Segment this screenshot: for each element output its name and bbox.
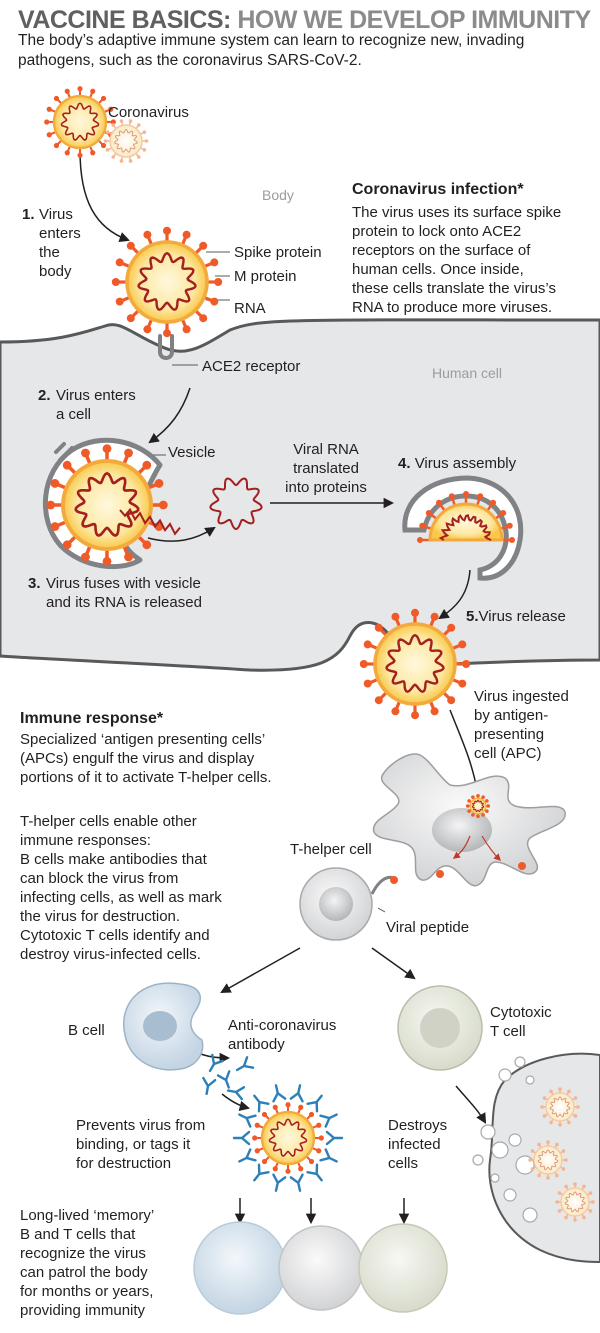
label-ace2-receptor: ACE2 receptor [202, 358, 301, 375]
apc-peptide-arrows [452, 835, 502, 862]
bound-antibody-icon [232, 1130, 251, 1146]
step-4: 4. Virus assembly [398, 454, 516, 473]
infected-cell-virus-3-icon [555, 1182, 595, 1222]
step-2-number: 2. [38, 387, 51, 404]
infected-cell-virus-1-icon [540, 1087, 580, 1127]
label-human-cell: Human cell [432, 365, 503, 381]
cytotoxic-granules [472, 1056, 538, 1223]
step-1-number: 1. [22, 206, 35, 223]
label-viral-peptide: Viral peptide [386, 919, 470, 936]
arrow-rna-released [147, 526, 216, 542]
memory-cytotoxic-cell [358, 1223, 448, 1313]
virus-in-vesicle-icon [46, 444, 168, 566]
antibody-icon [208, 1053, 224, 1073]
bound-antibody-icon [238, 1148, 257, 1163]
label-spike-protein: Spike protein [234, 244, 322, 261]
arrow-to-b-cell [220, 947, 301, 994]
ingested-virus-icon [465, 793, 491, 819]
infected-cell-virus-2-icon [528, 1140, 568, 1180]
step-4-text: Virus assembly [414, 455, 517, 472]
page-title: VACCINE BASICS: HOW WE DEVELOP IMMUNITY [18, 6, 591, 35]
label-vesicle: Vesicle [168, 444, 216, 461]
t-helper-nucleus [319, 887, 353, 921]
title-part-2: HOW WE DEVELOP IMMUNITY [237, 6, 591, 34]
bound-antibody-icon [289, 1084, 304, 1103]
arrow-to-infected-cell [455, 1085, 487, 1124]
ace2-receptor-vesicle-icon [54, 442, 74, 462]
bound-antibody-icon [319, 1113, 338, 1128]
antibody-icon [202, 1076, 217, 1096]
infection-heading: Coronavirus infection* [352, 181, 524, 198]
step-5-text: Virus release [478, 608, 566, 625]
antibody-icon [226, 1086, 246, 1101]
antibody-icon [216, 1070, 231, 1089]
coronavirus-faded-icon [103, 119, 149, 163]
released-virus-icon [359, 608, 471, 720]
infection-body: The virus uses its surface spike protein… [352, 204, 562, 316]
step-3-text: Virus fuses with vesicle and its RNA is … [46, 575, 202, 611]
memory-helper-cell [278, 1225, 364, 1311]
arrow-virus-enters-body [79, 149, 130, 243]
apc-nucleus [432, 808, 492, 852]
label-memory: Long-lived ‘memory’ B and T cells that r… [20, 1207, 155, 1319]
immune-heading: Immune response* [20, 710, 164, 727]
label-cytotoxic: Cytotoxic T cell [490, 1004, 552, 1040]
bound-antibody-icon [306, 1094, 323, 1113]
arrow-virus-release [438, 569, 471, 620]
human-cell-region [0, 318, 600, 672]
bound-antibody-icon [289, 1173, 304, 1192]
bound-antibody-icon [319, 1148, 338, 1163]
arrow-virus-to-apc [449, 709, 481, 793]
label-body: Body [262, 187, 294, 203]
step-2-text: Virus enters a cell [56, 387, 136, 423]
step-1: 1.Virus enters the body [22, 205, 81, 280]
step-5: 5.Virus release [466, 607, 566, 626]
neutralized-virus-icon [252, 1102, 324, 1174]
label-prevents: Prevents virus from binding, or tags it … [76, 1117, 206, 1172]
label-b-cell: B cell [68, 1022, 105, 1039]
title-part-1: VACCINE BASICS: [18, 6, 231, 34]
bound-antibody-icon [253, 1094, 270, 1113]
coronavirus-icon [44, 86, 116, 158]
arrow-to-cytotoxic [371, 947, 416, 980]
memory-b-cell [193, 1221, 287, 1315]
label-virus-ingested: Virus ingested by antigen- presenting ce… [474, 688, 569, 762]
label-rna: RNA [234, 300, 266, 317]
bound-antibody-icon [325, 1130, 344, 1146]
immune-body: Specialized ‘antigen presenting cells’ (… [20, 731, 272, 786]
label-coronavirus: Coronavirus [108, 104, 189, 121]
ace2-receptor-icon [158, 334, 174, 360]
virus-in-body-icon [111, 226, 223, 338]
step-5-number: 5. [466, 608, 479, 625]
label-destroys: Destroys infected cells [388, 1117, 448, 1172]
assembling-virus-icon [417, 491, 515, 543]
label-antibody: Anti-coronavirus antibody [228, 1017, 337, 1053]
step-4-number: 4. [398, 455, 411, 472]
step-3-number: 3. [28, 575, 41, 592]
step-2: 2. Virus enters a cell [38, 386, 136, 423]
immune-body-2: T-helper cells enable other immune respo… [20, 813, 222, 963]
released-rna-icon [119, 477, 263, 536]
label-viral-rna-translated: Viral RNA translated into proteins [285, 441, 367, 496]
bound-antibody-icon [272, 1173, 287, 1192]
arrow-virus-enters-cell [148, 387, 191, 444]
antibody-icon [235, 1056, 255, 1072]
step-1-text: Virus enters the body [39, 206, 81, 280]
bound-antibody-icon [272, 1084, 287, 1103]
cytotoxic-nucleus [420, 1008, 460, 1048]
arrow-to-neutralized [221, 1093, 251, 1112]
intro-text: The body’s adaptive immune system can le… [18, 32, 525, 69]
bound-antibody-icon [306, 1163, 323, 1182]
b-cell-nucleus [143, 1011, 177, 1041]
step-3: 3. Virus fuses with vesicle and its RNA i… [28, 574, 202, 611]
bound-antibody-icon [238, 1113, 257, 1128]
bound-antibody-icon [253, 1163, 270, 1182]
label-m-protein: M protein [234, 268, 297, 285]
label-t-helper-cell: T-helper cell [290, 841, 372, 858]
